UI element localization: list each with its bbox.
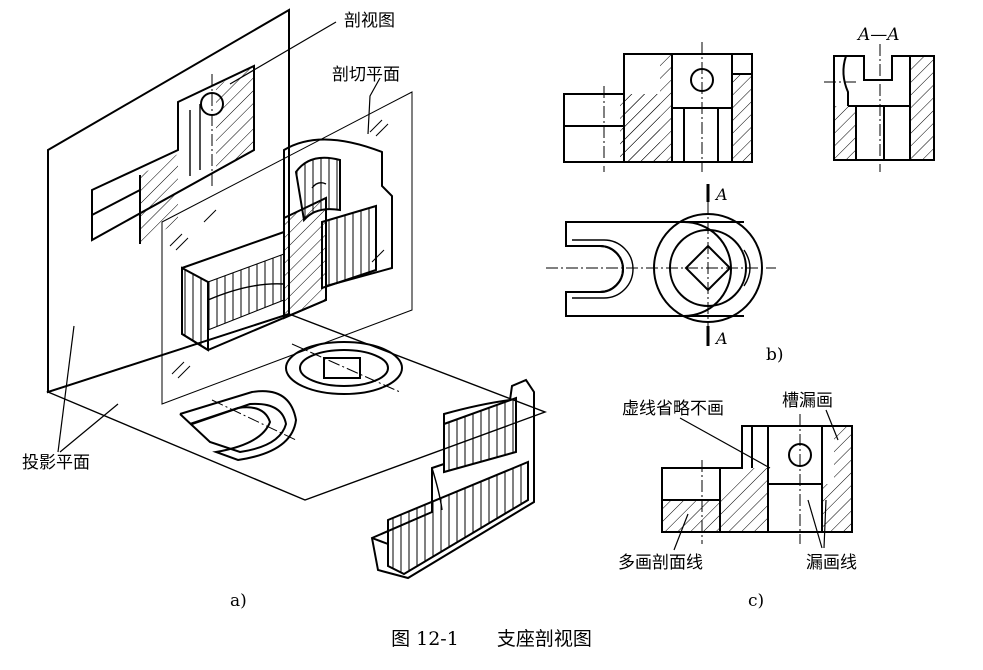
cutting-plane-label: 剖切平面: [332, 65, 400, 85]
removed-part: [370, 378, 535, 580]
ground-projection: [179, 341, 403, 462]
section-title-AA: A—A: [856, 25, 900, 45]
sectioned-solid: [181, 138, 393, 352]
cutting-plane: [161, 91, 413, 405]
missing-lines-label: 漏画线: [806, 553, 857, 573]
subfig-b-label: b): [766, 345, 784, 365]
side-section-view-AA: [824, 44, 935, 172]
section-mark-bottom: A: [714, 329, 728, 348]
extra-hatch-label: 多画剖面线: [618, 553, 703, 573]
error-example-view: [661, 414, 853, 544]
subfig-c-label: c): [748, 591, 764, 611]
pictorial-view: [45, 8, 547, 580]
section-view-label: 剖视图: [344, 11, 395, 31]
leader-lines: [57, 21, 381, 453]
error-leader-lines: [673, 409, 839, 551]
figure-caption: 图 12-1 支座剖视图: [0, 624, 983, 651]
front-section-view: [563, 42, 753, 172]
subfig-a-label: a): [230, 591, 247, 611]
slot-missed-label: 槽漏画: [782, 391, 833, 411]
top-view: [546, 184, 776, 346]
hidden-omitted-label: 虚线省略不画: [622, 399, 724, 419]
projected-section-view: [91, 64, 255, 244]
projection-plane-label: 投影平面: [22, 453, 90, 473]
caption-number: 图 12-1: [391, 628, 459, 650]
caption-title: 支座剖视图: [496, 628, 592, 650]
section-mark-top: A: [714, 185, 728, 204]
